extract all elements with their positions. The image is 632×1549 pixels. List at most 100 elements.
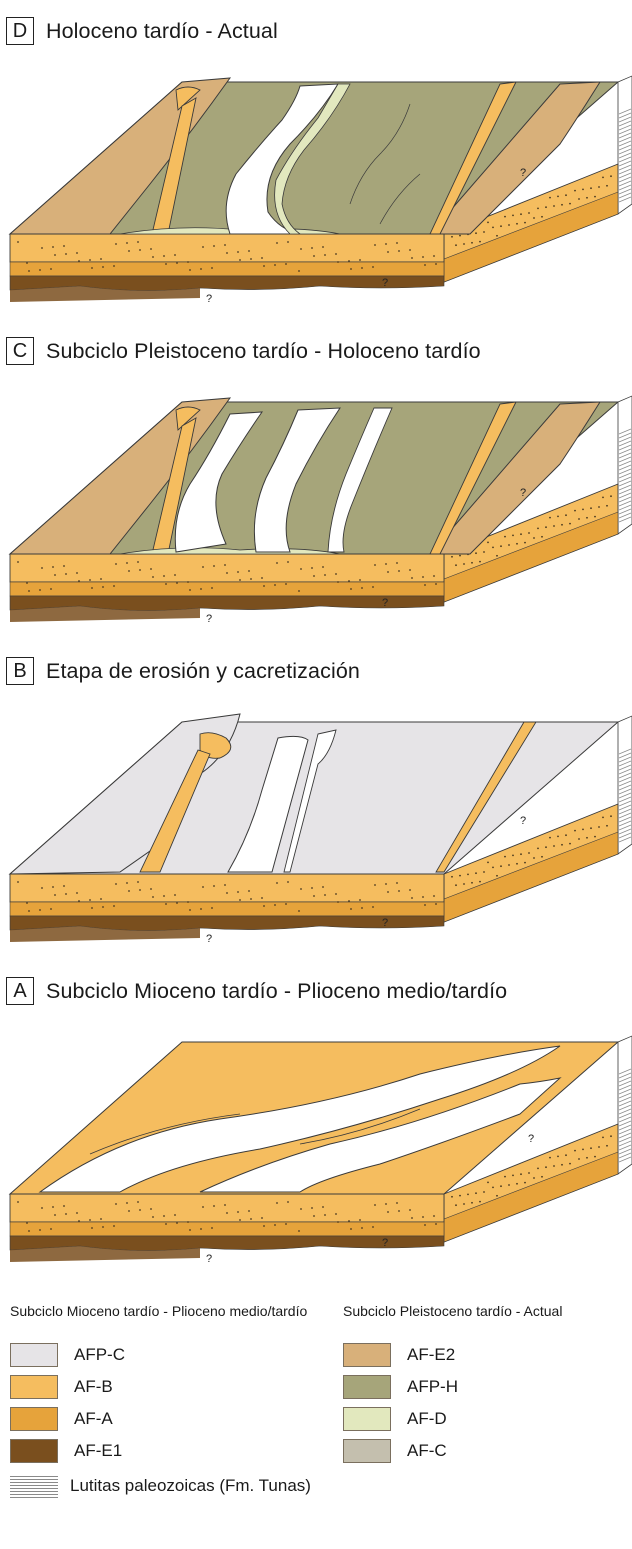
gravel-dot: [549, 197, 551, 199]
gravel-dot: [492, 227, 494, 229]
gravel-dot: [471, 1202, 473, 1204]
gravel-dot: [479, 1201, 481, 1203]
gravel-dot: [590, 507, 592, 509]
gravel-dot: [263, 585, 265, 587]
gravel-dot: [165, 1223, 167, 1225]
gravel-dot: [65, 253, 67, 255]
gravel-dot: [163, 1215, 165, 1217]
legend-item-af-a: AF-A: [10, 1406, 113, 1432]
gravel-dot: [606, 505, 608, 507]
gravel-dot: [50, 1228, 52, 1230]
gravel-dot: [451, 556, 453, 558]
gravel-dot: [387, 891, 389, 893]
gravel-dot: [28, 270, 30, 272]
gravel-dot: [602, 497, 604, 499]
legend-swatch: [10, 1343, 58, 1367]
gravel-dot: [250, 898, 252, 900]
gravel-dot: [387, 571, 389, 573]
gravel-dot: [520, 213, 522, 215]
front-band-af-b: [10, 234, 444, 262]
gravel-dot: [17, 1201, 19, 1203]
gravel-dot: [322, 886, 324, 888]
gravel-dot: [557, 196, 559, 198]
gravel-dot: [606, 185, 608, 187]
gravel-dot: [226, 572, 228, 574]
legend-left-heading: Subciclo Mioceno tardío - Plioceno medio…: [10, 1303, 310, 1319]
gravel-dot: [545, 846, 547, 848]
gravel-dot: [137, 881, 139, 883]
uncertain-mark: ?: [528, 1133, 534, 1145]
gravel-dot: [422, 1216, 424, 1218]
gravel-dot: [598, 186, 600, 188]
panel-header: D Holoceno tardío - Actual: [6, 14, 278, 48]
gravel-dot: [348, 580, 350, 582]
gravel-dot: [91, 907, 93, 909]
gravel-dot: [350, 268, 352, 270]
gravel-dot: [483, 1191, 485, 1193]
block-diagram-c: ???: [0, 374, 632, 624]
gravel-dot: [237, 1211, 239, 1213]
gravel-dot: [500, 545, 502, 547]
gravel-dot: [224, 1204, 226, 1206]
gravel-dot: [113, 585, 115, 587]
gravel-dot: [541, 536, 543, 538]
gravel-dot: [239, 899, 241, 901]
gravel-dot: [610, 495, 612, 497]
gravel-dot: [152, 896, 154, 898]
front-band-af-a: [10, 262, 444, 276]
gravel-dot: [263, 905, 265, 907]
panel-title: Subciclo Mioceno tardío - Plioceno medio…: [46, 979, 507, 1004]
gravel-dot: [463, 563, 465, 565]
panel-title: Etapa de erosión y cacretización: [46, 659, 360, 684]
gravel-dot: [200, 268, 202, 270]
panel-title: Holoceno tardío - Actual: [46, 19, 278, 44]
gravel-dot: [602, 177, 604, 179]
gravel-dot: [211, 907, 213, 909]
gravel-dot: [287, 561, 289, 563]
gravel-dot: [372, 906, 374, 908]
gravel-dot: [76, 252, 78, 254]
uncertain-mark: ?: [382, 917, 388, 929]
gravel-dot: [113, 1225, 115, 1227]
gravel-dot: [28, 910, 30, 912]
gravel-dot: [128, 890, 130, 892]
gravel-dot: [361, 267, 363, 269]
gravel-dot: [451, 876, 453, 878]
legend-label: AF-E2: [407, 1345, 455, 1365]
gravel-dot: [590, 187, 592, 189]
gravel-dot: [163, 895, 165, 897]
gravel-dot: [78, 900, 80, 902]
gravel-dot: [250, 258, 252, 260]
gravel-dot: [322, 566, 324, 568]
gravel-dot: [424, 264, 426, 266]
gravel-dot: [287, 1201, 289, 1203]
gravel-dot: [165, 583, 167, 585]
gravel-dot: [459, 875, 461, 877]
gravel-dot: [187, 261, 189, 263]
legend-swatch: [343, 1439, 391, 1463]
gravel-dot: [176, 902, 178, 904]
gravel-dot: [569, 203, 571, 205]
gravel-dot: [285, 583, 287, 585]
gravel-dot: [322, 1206, 324, 1208]
gravel-dot: [213, 565, 215, 567]
gravel-dot: [483, 871, 485, 873]
gravel-dot: [512, 535, 514, 537]
gravel-dot: [479, 241, 481, 243]
gravel-dot: [313, 1215, 315, 1217]
gravel-dot: [385, 883, 387, 885]
gravel-dot: [512, 1175, 514, 1177]
gravel-dot: [398, 890, 400, 892]
gravel-dot: [65, 1213, 67, 1215]
gravel-dot: [39, 269, 41, 271]
gravel-dot: [335, 1213, 337, 1215]
gravel-dot: [475, 1192, 477, 1194]
gravel-dot: [598, 1146, 600, 1148]
gravel-dot: [65, 893, 67, 895]
gravel-dot: [467, 874, 469, 876]
gravel-dot: [52, 886, 54, 888]
gravel-dot: [602, 817, 604, 819]
gravel-dot: [261, 257, 263, 259]
gravel-dot: [483, 231, 485, 233]
gravel-dot: [565, 834, 567, 836]
